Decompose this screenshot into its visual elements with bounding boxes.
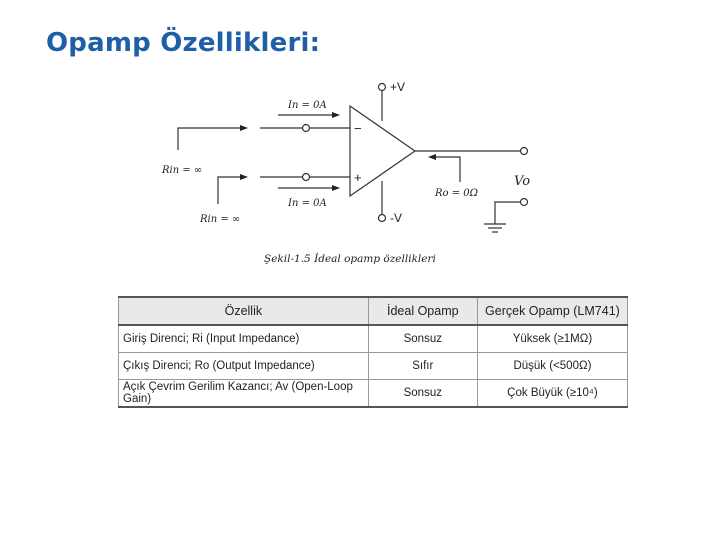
table-row: Giriş Direnci; Ri (Input Impedance) Sons… xyxy=(118,325,629,353)
table-header-row: Özellik İdeal Opamp Gerçek Opamp (LM741) xyxy=(118,296,629,326)
table-row: Açık Çevrim Gerilim Kazancı; Av (Open-Lo… xyxy=(118,379,629,408)
ro-label: Ro = 0Ω xyxy=(434,188,478,199)
column-header: İdeal Opamp xyxy=(367,296,478,326)
rin-bottom-label: Rin = ∞ xyxy=(199,214,240,225)
opamp-triangle xyxy=(349,104,417,198)
in-current-top-label: In = 0A xyxy=(287,100,327,111)
column-header: Gerçek Opamp (LM741) xyxy=(476,296,629,326)
table-cell: Sonsuz xyxy=(367,379,478,408)
supply-pos-terminal xyxy=(377,82,387,92)
table-cell: Düşük (<500Ω) xyxy=(476,352,629,380)
output-terminal xyxy=(519,146,529,156)
table-row: Çıkış Direnci; Ro (Output Impedance) Sıf… xyxy=(118,352,629,380)
table-cell: Yüksek (≥1MΩ) xyxy=(476,325,629,353)
noninverting-input-terminal xyxy=(301,172,311,182)
inverting-input-terminal xyxy=(301,123,311,133)
table-cell: Açık Çevrim Gerilim Kazancı; Av (Open-Lo… xyxy=(118,379,369,408)
figure-caption: Şekil-1.5 İdeal opamp özellikleri xyxy=(264,251,436,265)
table-cell: Sıfır xyxy=(367,352,478,380)
rin-top-label: Rin = ∞ xyxy=(161,165,202,176)
column-header: Özellik xyxy=(118,296,369,326)
table-cell: Çıkış Direnci; Ro (Output Impedance) xyxy=(118,352,369,380)
table-cell: Giriş Direnci; Ri (Input Impedance) xyxy=(118,325,369,353)
plus-sign: + xyxy=(354,170,362,185)
minus-sign: − xyxy=(354,121,362,136)
table-cell: Sonsuz xyxy=(367,325,478,353)
ideal-opamp-diagram: +V -V − + In = 0A In = 0A Rin = ∞ Rin = … xyxy=(161,80,530,265)
supply-pos-label: +V xyxy=(390,80,405,94)
opamp-properties-table: Özellik İdeal Opamp Gerçek Opamp (LM741)… xyxy=(118,296,629,408)
vo-label: Vo xyxy=(514,174,530,189)
in-current-bottom-label: In = 0A xyxy=(287,198,327,209)
ground-terminal xyxy=(519,197,529,207)
supply-neg-terminal xyxy=(377,213,387,223)
page-title: Opamp Özellikleri: xyxy=(46,28,321,58)
table-cell: Çok Büyük (≥10⁴) xyxy=(476,379,629,408)
supply-neg-label: -V xyxy=(390,211,402,225)
